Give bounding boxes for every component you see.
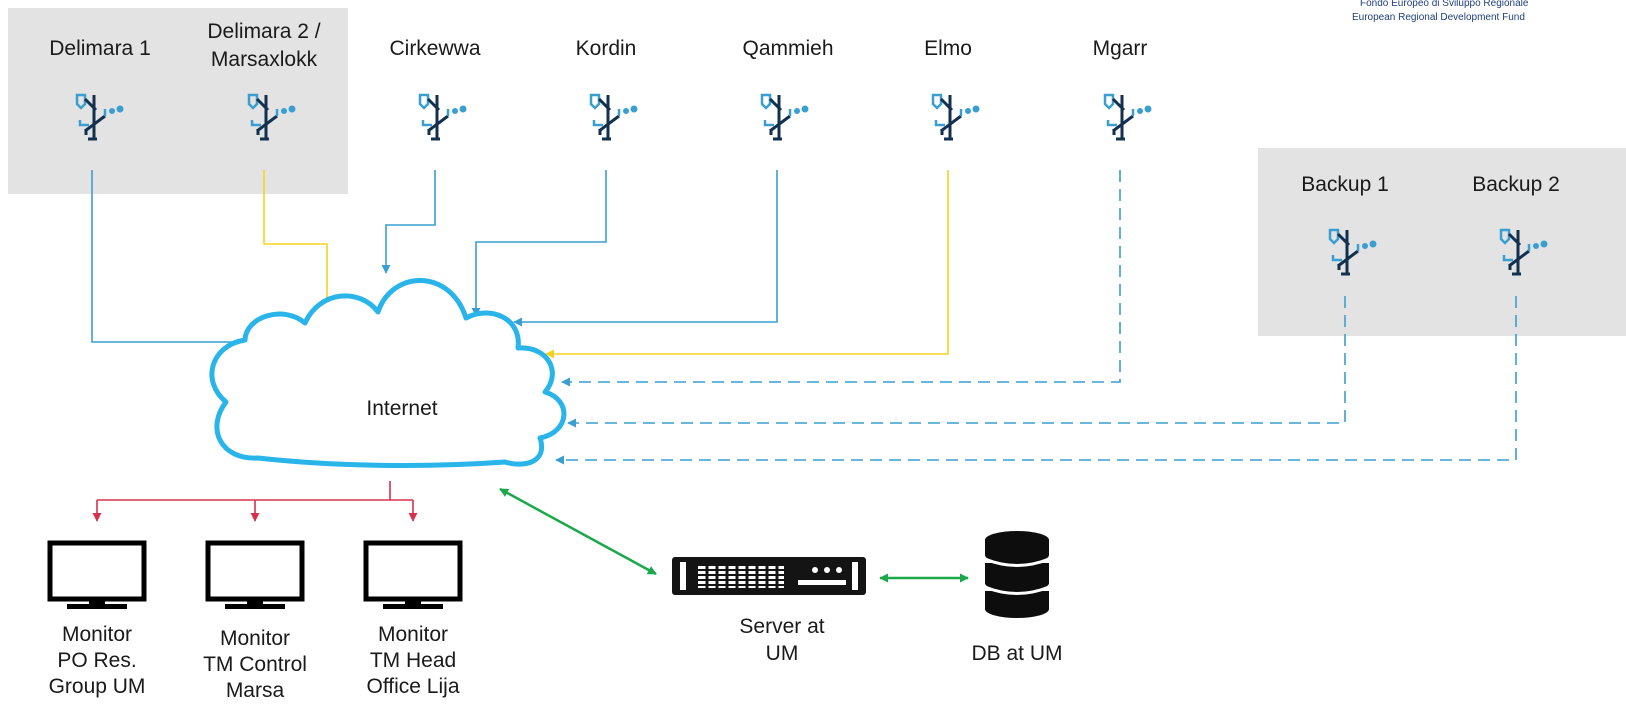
station-delimara-1: Delimara 1: [49, 37, 151, 141]
cloud-label: Internet: [366, 397, 437, 420]
station-label: Kordin: [576, 37, 637, 60]
station-qammieh: Qammieh: [742, 37, 834, 141]
server-rack-icon: [672, 557, 866, 595]
database-icon: [984, 531, 1050, 618]
svg-text:DB at UM: DB at UM: [971, 642, 1062, 665]
header-line1: Fondo Europeo di Sviluppo Regionale: [1360, 0, 1529, 9]
station-elmo: Elmo: [924, 37, 981, 141]
svg-text:TM Head: TM Head: [370, 649, 456, 672]
sensor-mast-icon: [589, 93, 639, 141]
sensor-mast-icon: [1103, 93, 1153, 141]
header-line2: European Regional Development Fund: [1352, 12, 1525, 23]
station-label-line2: Marsaxlokk: [211, 48, 318, 71]
monitor-po-res: Monitor PO Res. Group UM: [49, 543, 146, 698]
svg-text:Marsa: Marsa: [226, 679, 285, 702]
cloud-icon: [209, 278, 567, 468]
station-label: Mgarr: [1093, 37, 1148, 60]
monitor-icon: [366, 543, 460, 609]
station-label: Qammieh: [742, 37, 833, 60]
station-label: Delimara 1: [49, 37, 151, 60]
svg-text:Office Lija: Office Lija: [367, 675, 460, 698]
backup-station-panel: [1258, 148, 1626, 336]
monitor-tm-head-office: Monitor TM Head Office Lija: [366, 543, 460, 698]
station-mgarr: Mgarr: [1093, 37, 1153, 141]
link-backup-1: [567, 296, 1346, 428]
db-at-um: DB at UM: [971, 531, 1063, 665]
link-delimara-1: [91, 170, 253, 347]
internet-cloud: Internet: [209, 278, 567, 468]
link-mgarr: [561, 170, 1121, 387]
station-label: Backup 2: [1472, 173, 1560, 196]
server-at-um: Server at UM: [672, 557, 866, 665]
station-label: Backup 1: [1301, 173, 1389, 196]
station-label: Elmo: [924, 37, 972, 60]
svg-text:TM Control: TM Control: [203, 653, 307, 676]
link-internet-server: [499, 487, 657, 576]
monitor-connections: [92, 481, 418, 522]
svg-text:Group UM: Group UM: [49, 675, 146, 698]
monitor-icon: [50, 543, 144, 609]
station-backup-2: Backup 2: [1472, 173, 1560, 276]
station-cirkewwa: Cirkewwa: [389, 37, 481, 141]
station-connections: [91, 170, 1517, 465]
station-label: Cirkewwa: [389, 37, 480, 60]
svg-text:PO Res.: PO Res.: [57, 649, 136, 672]
svg-text:Monitor: Monitor: [378, 623, 448, 646]
link-delimara-2: [263, 170, 332, 327]
svg-text:Monitor: Monitor: [62, 623, 132, 646]
monitor-icon: [208, 543, 302, 609]
svg-text:Monitor: Monitor: [220, 627, 290, 650]
link-backup-2: [555, 296, 1517, 465]
link-kordin: [471, 170, 607, 317]
sensor-mast-icon: [931, 93, 981, 141]
primary-station-panel: [8, 8, 348, 194]
svg-text:Server at: Server at: [739, 615, 824, 638]
station-backup-1: Backup 1: [1301, 173, 1389, 276]
station-delimara-2: Delimara 2 / Marsaxlokk: [207, 20, 321, 141]
link-cirkewwa: [381, 170, 436, 274]
link-elmo: [545, 170, 949, 359]
sensor-mast-icon: [418, 93, 468, 141]
link-qammieh: [513, 170, 778, 327]
station-kordin: Kordin: [576, 37, 639, 141]
sensor-mast-icon: [760, 93, 810, 141]
svg-text:UM: UM: [766, 642, 799, 665]
station-label: Delimara 2 /: [207, 20, 320, 43]
monitor-tm-control: Monitor TM Control Marsa: [203, 543, 307, 702]
